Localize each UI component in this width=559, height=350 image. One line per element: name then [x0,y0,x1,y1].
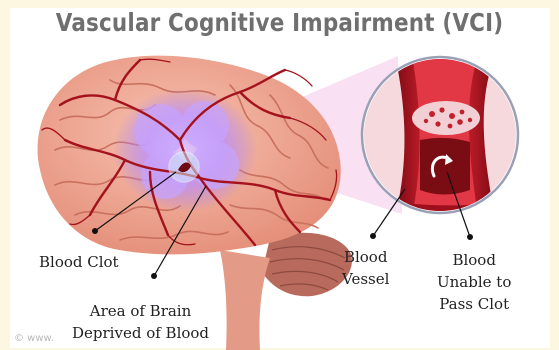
cerebellum [262,233,352,297]
label-vessel-line2: Vessel [342,268,389,290]
label-area-line1: Area of Brain [72,300,209,322]
label-area-deprived: Area of Brain Deprived of Blood [72,300,209,344]
label-blood-unable: Blood Unable to Pass Clot [437,249,511,315]
ischemic-area [113,88,257,212]
label-vessel-line1: Blood [342,246,389,268]
label-unable-line2: Unable to [437,271,511,293]
label-blood-clot-text: Blood Clot [39,253,119,271]
label-unable-line1: Blood [437,249,511,271]
label-blood-clot: Blood Clot [39,253,119,272]
watermark: © www. [14,333,54,344]
label-area-line2: Deprived of Blood [72,322,209,344]
clot-mass [412,101,480,135]
label-blood-vessel: Blood Vessel [342,246,389,290]
brain-stem [220,250,270,350]
label-unable-line3: Pass Clot [437,293,511,315]
blocked-flow [420,138,470,195]
